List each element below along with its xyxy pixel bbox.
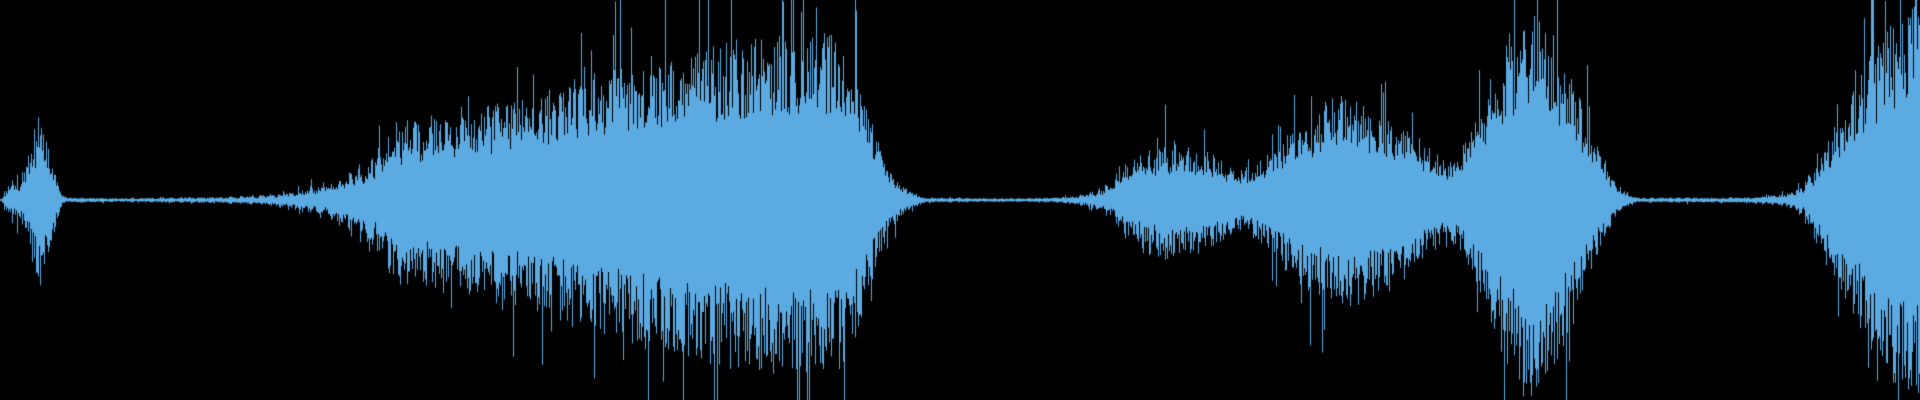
waveform-canvas[interactable] [0, 0, 1920, 400]
audio-waveform-viewer[interactable] [0, 0, 1920, 400]
